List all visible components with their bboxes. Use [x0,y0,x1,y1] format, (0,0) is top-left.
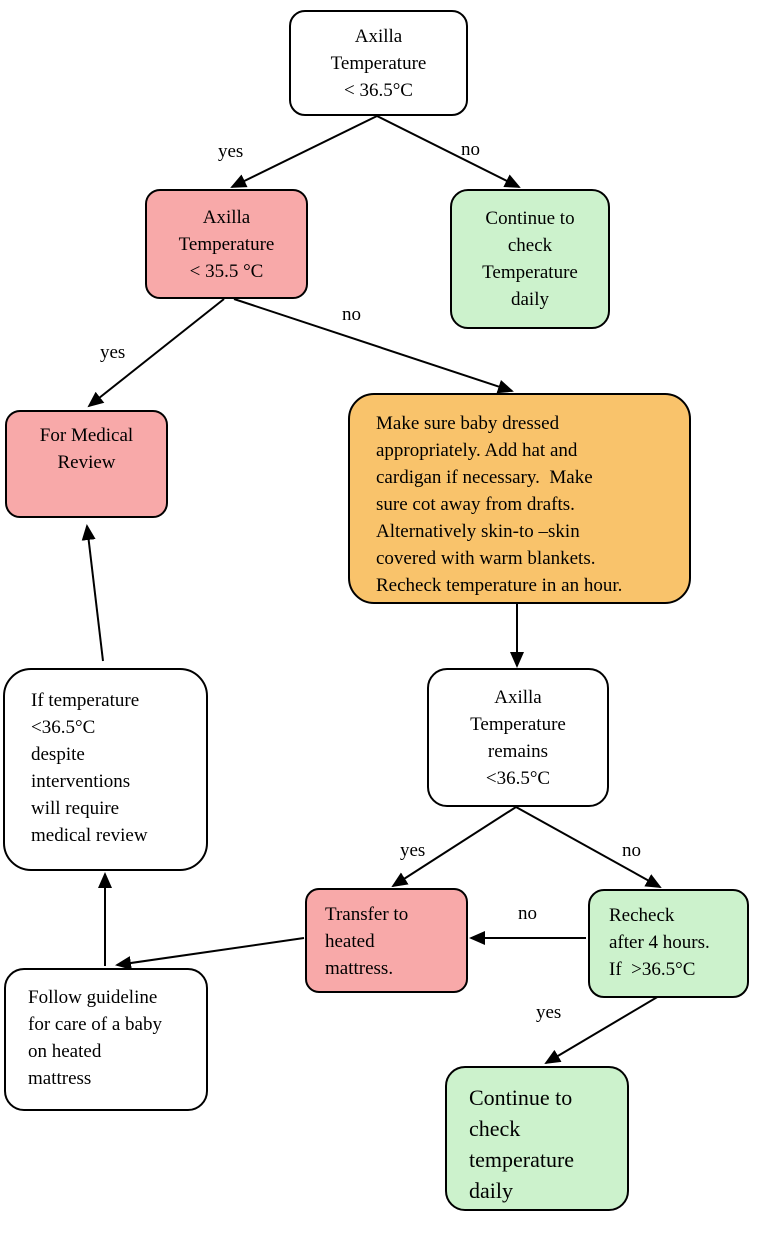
arrow-start-to-axilla355 [230,115,378,188]
arrow-remains-to-recheck [515,806,662,888]
node-follow-guideline-mattress: Follow guideline for care of a baby on h… [4,968,208,1111]
arrow-transfer-to-follow-guideline [115,937,305,970]
node-continue-check-daily-top: Continue to check Temperature daily [450,189,610,329]
node-continue-check-daily-bottom: Continue to check temperature daily [445,1066,629,1211]
arrow-recheck-to-continue-bottom [544,995,660,1065]
arrow-remains-to-transfer [391,806,517,888]
node-for-medical-review: For Medical Review [5,410,168,518]
node-axilla-temp-start: Axilla Temperature < 36.5°C [289,10,468,116]
arrow-axilla355-to-warming-advice [233,298,514,394]
node-transfer-heated-mattress: Transfer to heated mattress. [305,888,468,993]
node-recheck-4-hours: Recheck after 4 hours. If >36.5°C [588,889,749,998]
arrow-start-to-continue-top [376,115,521,188]
edge-label-a355-yes: yes [100,342,126,363]
node-axilla-temp-355: Axilla Temperature < 35.5 °C [145,189,308,299]
node-medical-review-note: If temperature <36.5°C despite intervent… [3,668,208,871]
edge-label-recheck-yes: yes [536,1002,562,1023]
arrow-review-note-to-medical-review [81,524,104,662]
edge-label-recheck-no: no [518,903,537,924]
edge-label-remains-yes: yes [400,840,426,861]
edge-label-start-yes: yes [218,141,244,162]
edge-label-a355-no: no [342,304,361,325]
node-warming-advice: Make sure baby dressed appropriately. Ad… [348,393,691,604]
node-axilla-temp-remains: Axilla Temperature remains <36.5°C [427,668,609,807]
edge-label-remains-no: no [622,840,641,861]
edge-label-start-no: no [461,139,480,160]
arrow-axilla355-to-medical-review [87,298,225,408]
